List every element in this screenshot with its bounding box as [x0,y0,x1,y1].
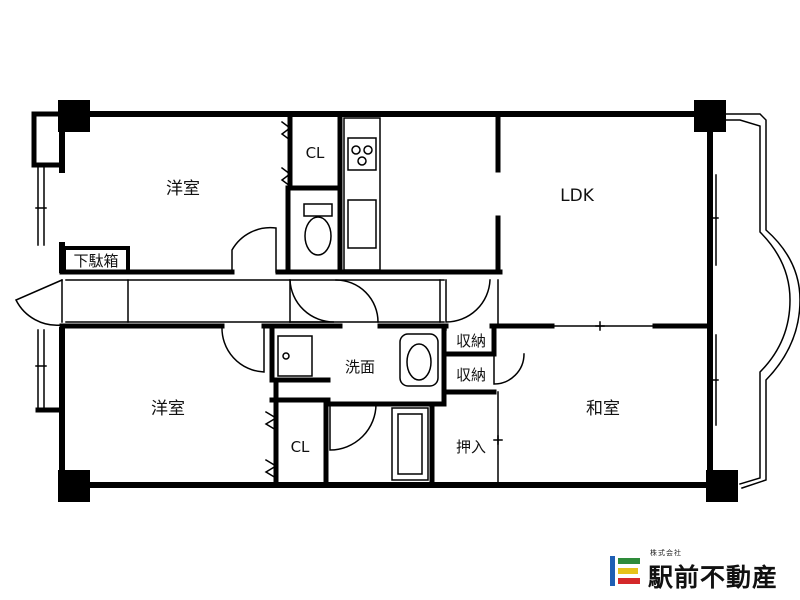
label-closet-top: CL [306,144,325,162]
label-closet-bottom: CL [291,438,310,456]
label-storage-1: 収納 [456,332,486,350]
left-window-ledge [31,111,65,413]
label-western-bottom: 洋室 [151,399,185,419]
doors [14,120,719,480]
company-subtitle: 株式会社 [650,549,682,557]
logo-bar-blue [610,556,615,586]
fixtures [277,117,439,481]
company-name: 駅前不動産 [648,563,779,592]
shoe-box [62,246,130,274]
room-labels: 洋室 CL LDK 下駄箱 洗面 収納 収納 洋室 和室 押入 CL [73,144,620,456]
label-storage-2: 収納 [456,366,486,384]
logo-bar-red [618,578,640,584]
corridor-lines [61,279,656,486]
outer-walls [59,111,713,488]
label-oshiire: 押入 [456,438,486,456]
label-washroom: 洗面 [345,358,375,376]
company-branding: 株式会社 駅前不動産 [610,548,795,592]
company-logo-icon [610,556,640,586]
label-japanese: 和室 [586,399,620,419]
logo-bar-yellow [618,568,638,574]
columns [58,100,738,502]
interior-walls [59,111,713,488]
label-western-top: 洋室 [166,179,200,199]
label-ldk: LDK [560,186,595,206]
logo-bar-green [618,558,640,564]
label-shoe-box: 下駄箱 [73,252,118,270]
right-bay-window [711,113,800,489]
